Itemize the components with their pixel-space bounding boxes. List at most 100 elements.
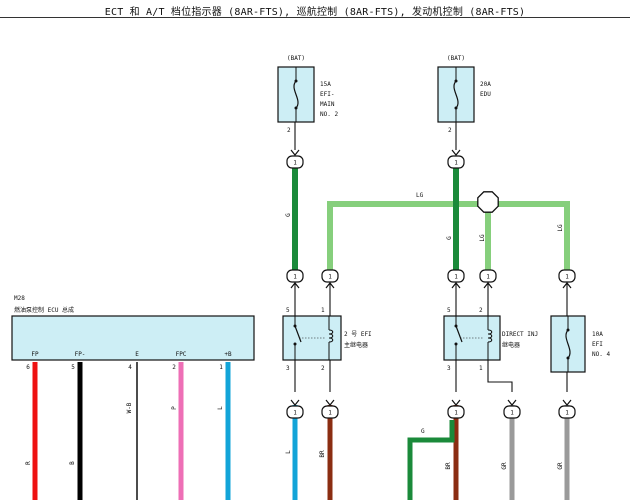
fuse-efi-4-element <box>565 329 571 359</box>
arrow-upper-3 <box>483 282 493 289</box>
ecu-pin-number-3: 2 <box>172 364 176 371</box>
relay-efi-2-pin-b: 1 <box>321 307 325 314</box>
connector-edu-out <box>447 155 465 169</box>
connector-efi-main-out-label: 1 <box>293 160 297 167</box>
wire-label-g-edu: G <box>446 236 453 240</box>
wire-g-lower <box>407 420 455 500</box>
relay-direct-inj-pin-d: 1 <box>479 365 483 372</box>
wire-label-lg-bus: LG <box>416 192 424 199</box>
arrow-edu-out <box>451 149 461 156</box>
connector-lower-0-label: 1 <box>293 410 297 417</box>
relay-direct-inj-sw-pivot <box>454 324 458 328</box>
connector-lower-1 <box>321 405 339 419</box>
wire-label-gr-efi4: GR <box>557 462 564 470</box>
arrow-efi-main-out <box>290 149 300 156</box>
arrow-upper-2 <box>451 282 461 289</box>
relay-efi-2-pin-c: 3 <box>286 365 290 372</box>
connector-lower-4-label: 1 <box>565 410 569 417</box>
wire-label-g-efi: G <box>285 213 292 217</box>
connector-upper-1 <box>321 269 339 283</box>
page-title: ECT 和 A/T 档位指示器 (8AR-FTS), 巡航控制 (8AR-FTS… <box>104 7 526 18</box>
fuse-efi-4-label-0: 10A <box>592 331 603 338</box>
wire-label-lg-right: LG <box>557 224 564 232</box>
wire-label-gr-direct-inj: GR <box>501 462 508 470</box>
wire-label-wb: W-B <box>126 402 133 413</box>
wire-label-l-plus-b: L <box>217 406 224 410</box>
connector-lower-4 <box>558 405 576 419</box>
wire-label-lg-drop: LG <box>479 234 486 242</box>
connector-upper-0 <box>286 269 304 283</box>
wire-label-p: P <box>171 406 178 410</box>
relay-efi-2-pin-d: 2 <box>321 365 325 372</box>
ecu-pin-label-3: FPC <box>176 351 187 358</box>
fuse-efi-main-2-label-0: 15A <box>320 81 331 88</box>
relay-direct-inj-sw-contact <box>454 342 458 346</box>
wire-label-br-relay: BR <box>319 450 326 458</box>
arrow-upper-4 <box>562 282 572 289</box>
connector-upper-1-label: 1 <box>328 274 332 281</box>
relay-efi-2-coil <box>328 329 334 343</box>
ecu-box <box>11 315 255 361</box>
fuse-edu-label-0: 20A <box>480 81 491 88</box>
relay-direct-inj-name: DIRECT INJ <box>502 331 538 338</box>
relay-efi-2-sub: 主继电器 <box>344 341 368 349</box>
arrow-lower-2 <box>451 399 461 406</box>
fuse-efi-4-dot-top <box>566 328 570 332</box>
fuse-efi-main-2-label-3: NO. 2 <box>320 111 338 118</box>
fuse-edu-source: (BAT) <box>447 55 465 62</box>
fuse-efi-main-2-source: (BAT) <box>287 55 305 62</box>
fuse-efi-4-label-1: EFI <box>592 341 603 348</box>
arrow-upper-0 <box>290 282 300 289</box>
relay-efi-2-sw-pivot <box>293 324 297 328</box>
arrow-lower-4 <box>562 399 572 406</box>
ecu-pin-number-2: 4 <box>128 364 132 371</box>
lead-relay2-out-1 <box>487 360 513 392</box>
fuse-efi-main-2-element <box>293 80 299 109</box>
ecu-connector-id: M28 <box>14 295 25 302</box>
wire-label-l-relay: L <box>285 450 292 454</box>
wire-label-br-direct-inj: BR <box>445 462 452 470</box>
wire-label-r: R <box>25 461 32 465</box>
fuse-edu-label-1: EDU <box>480 91 491 98</box>
fuse-efi-main-2-label-2: MAIN <box>320 101 335 108</box>
fuse-efi-main-2-dot-top <box>294 79 298 83</box>
fuse-edu-element <box>453 80 459 109</box>
ecu-pin-number-4: 1 <box>219 364 223 371</box>
fuse-efi-4-dot-bottom <box>566 356 570 360</box>
connector-edu-out-label: 1 <box>454 160 458 167</box>
connector-upper-4-label: 1 <box>565 274 569 281</box>
connector-lower-3-label: 1 <box>510 410 514 417</box>
connector-upper-2-label: 1 <box>454 274 458 281</box>
fuse-efi-main-2-pin: 2 <box>287 127 291 134</box>
connector-lower-2-label: 1 <box>454 410 458 417</box>
ecu-pin-number-1: 5 <box>71 364 75 371</box>
connector-upper-3-label: 1 <box>486 274 490 281</box>
relay-direct-inj-sub: 继电器 <box>502 341 520 349</box>
fuse-edu-pin: 2 <box>448 127 452 134</box>
connector-upper-0-label: 1 <box>293 274 297 281</box>
arrow-lower-1 <box>325 399 335 406</box>
connector-efi-main-out <box>286 155 304 169</box>
arrow-upper-1 <box>325 282 335 289</box>
ecu-pin-label-1: FP- <box>75 351 86 358</box>
fuse-edu-dot-bottom <box>454 106 458 110</box>
connector-lower-0 <box>286 405 304 419</box>
connector-lower-3 <box>503 405 521 419</box>
relay-direct-inj-sw-blade <box>455 325 463 343</box>
ecu-name: 燃油泵控制 ECU 总成 <box>14 306 74 314</box>
fuse-efi-main-2-label-1: EFI- <box>320 91 334 98</box>
wire-label-g-lower: G <box>421 428 425 435</box>
connector-upper-2 <box>447 269 465 283</box>
connector-upper-3 <box>479 269 497 283</box>
relay-efi-2-name: 2 号 EFI <box>344 331 372 338</box>
connector-lower-1-label: 1 <box>328 410 332 417</box>
ecu-pin-number-0: 6 <box>26 364 30 371</box>
connector-lower-2 <box>447 405 465 419</box>
relay-direct-inj-coil <box>487 329 493 343</box>
relay-efi-2-pin-a: 5 <box>286 307 290 314</box>
connector-upper-4 <box>558 269 576 283</box>
ecu-pin-label-0: FP <box>31 351 39 358</box>
relay-direct-inj-pin-b: 2 <box>479 307 483 314</box>
fuse-efi-main-2-dot-bottom <box>294 106 298 110</box>
relay-direct-inj-pin-a: 5 <box>447 307 451 314</box>
